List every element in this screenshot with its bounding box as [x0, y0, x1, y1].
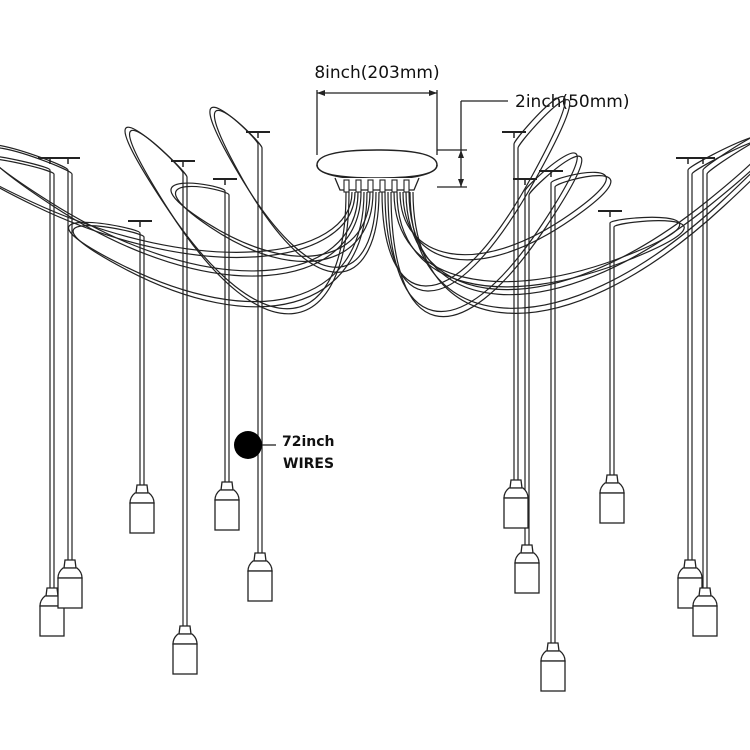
lamp-socket-icon	[514, 544, 540, 594]
width-dimension: 8inch(203mm)	[314, 63, 440, 155]
lamp-socket-icon	[214, 481, 240, 531]
ceiling-hook-icon	[56, 157, 80, 164]
ceiling-hook-icon	[691, 157, 715, 164]
wire	[412, 143, 750, 588]
lamp-socket-icon	[172, 625, 198, 675]
wire	[409, 137, 750, 588]
wire	[213, 109, 380, 553]
pendants	[38, 131, 718, 692]
canopy-outlet	[343, 179, 350, 193]
wire	[408, 142, 750, 560]
wire	[68, 191, 365, 485]
canopy-outlet	[379, 179, 386, 193]
lamp-socket-icon	[503, 479, 529, 529]
wire	[399, 171, 607, 643]
ceiling-hook-icon	[502, 131, 526, 138]
ceiling-hook-icon	[539, 170, 563, 177]
canopy-outlet	[355, 179, 362, 193]
lamp-socket-icon	[129, 484, 155, 534]
wires	[0, 96, 750, 643]
ceiling-hook-icon	[598, 210, 622, 217]
canopy-outlet	[403, 179, 410, 193]
ceiling-hook-icon	[213, 178, 237, 185]
ceiling-hook-icon	[246, 131, 270, 138]
wire	[390, 155, 583, 545]
lamp-socket-icon	[57, 559, 83, 609]
lamp-socket-icon	[540, 642, 566, 692]
wire	[129, 129, 350, 626]
lamp-socket-icon	[599, 474, 625, 524]
lamp-socket-icon	[692, 587, 718, 637]
wire	[0, 144, 359, 560]
wire-length-label: 72inch	[282, 434, 335, 450]
wire	[387, 152, 578, 545]
wire	[170, 182, 371, 482]
lamp-socket-icon	[677, 559, 703, 609]
ceiling-canopy	[316, 149, 438, 191]
ceiling-hook-icon	[171, 160, 195, 167]
ceiling-hook-icon	[513, 178, 537, 185]
wire	[72, 191, 368, 485]
ceiling-hook-icon	[128, 220, 152, 227]
height-dimension-label: 2inch(50mm)	[515, 92, 629, 112]
height-dimension: 2inch(50mm)	[437, 92, 629, 188]
wire-length-callout: 72inch WIRES	[234, 431, 335, 472]
wire	[175, 185, 374, 482]
width-dimension-label: 8inch(203mm)	[314, 63, 439, 83]
wire	[0, 159, 356, 588]
lamp-socket-icon	[39, 587, 65, 637]
wire	[0, 156, 353, 588]
wire	[393, 191, 681, 475]
lamp-socket-icon	[247, 552, 273, 602]
callout-dot-icon	[234, 431, 262, 459]
canopy-outlet	[367, 179, 374, 193]
wire	[124, 126, 347, 626]
wire	[405, 137, 750, 560]
wire	[402, 175, 612, 643]
wire-label: WIRES	[283, 456, 334, 472]
wire	[0, 147, 362, 560]
canopy-outlet	[391, 179, 398, 193]
